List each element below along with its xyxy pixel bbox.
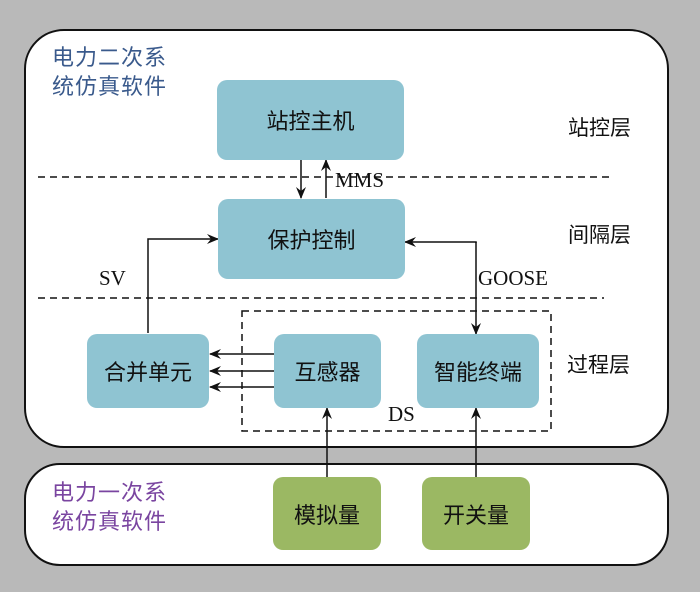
transformer-node[interactable]: 互感器 xyxy=(274,334,381,408)
secondary-system-title: 电力二次系 统仿真软件 xyxy=(52,44,167,102)
smart-terminal-node[interactable]: 智能终端 xyxy=(417,334,539,408)
bay-layer-label: 间隔层 xyxy=(568,223,631,247)
merging-unit-node[interactable]: 合并单元 xyxy=(87,334,209,408)
switch-quantity-node[interactable]: 开关量 xyxy=(422,477,530,550)
ds-label: DS xyxy=(388,402,415,426)
goose-label: GOOSE xyxy=(478,266,549,290)
sv-label: SV xyxy=(99,266,126,290)
station-layer-label: 站控层 xyxy=(568,116,631,140)
mms-label: MMS xyxy=(335,168,385,192)
primary-system-title: 电力一次系 统仿真软件 xyxy=(52,479,167,537)
station-host-node[interactable]: 站控主机 xyxy=(217,80,404,160)
process-layer-label: 过程层 xyxy=(567,353,630,377)
primary-title-line1: 电力一次系 xyxy=(52,481,168,506)
primary-title-line2: 统仿真软件 xyxy=(52,510,168,535)
secondary-title-line1: 电力二次系 xyxy=(52,46,168,71)
secondary-title-line2: 统仿真软件 xyxy=(52,75,168,100)
protection-control-node[interactable]: 保护控制 xyxy=(218,199,405,279)
analog-quantity-node[interactable]: 模拟量 xyxy=(273,477,381,550)
